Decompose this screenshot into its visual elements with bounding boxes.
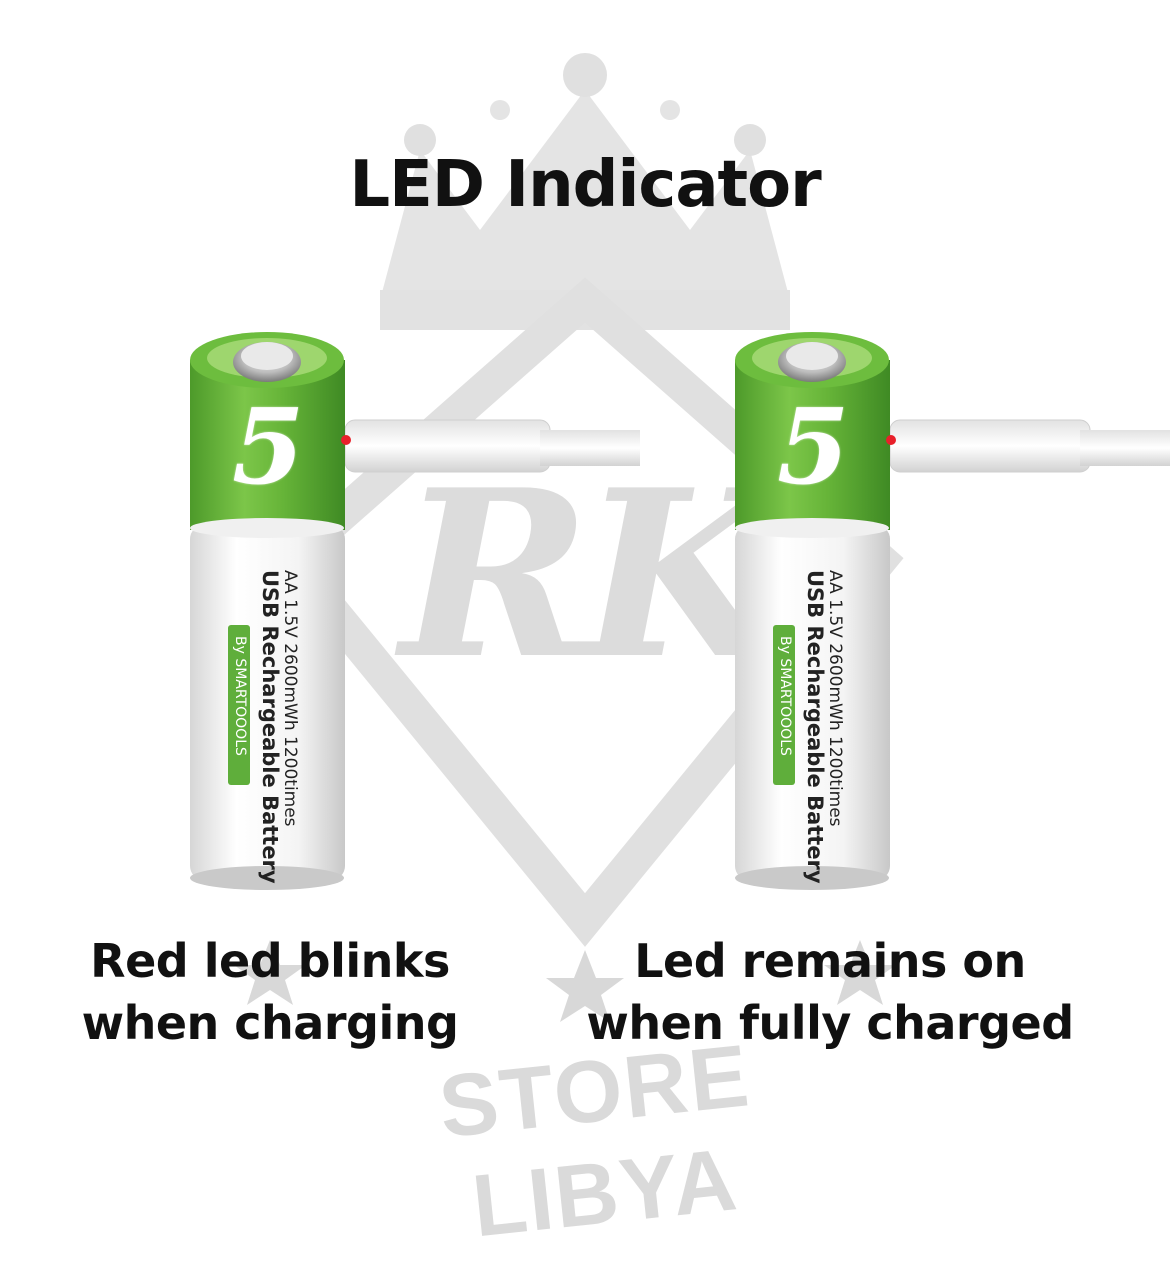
caption-charging: Red led blinks when charging: [60, 930, 480, 1054]
battery-maker-left: By SMARTOOOLS: [230, 628, 250, 764]
led-indicator-left: [341, 435, 351, 445]
caption-line: Led remains on: [634, 934, 1026, 988]
caption-line: when fully charged: [586, 996, 1074, 1050]
battery-left: [190, 332, 640, 890]
page-title: LED Indicator: [349, 148, 821, 222]
battery-model-right: USB Rechargeable Battery: [803, 570, 827, 884]
brand-logo-right: 5: [777, 385, 850, 508]
battery-right: [735, 332, 1170, 890]
caption-line: Red led blinks: [90, 934, 450, 988]
brand-logo-left: 5: [232, 385, 305, 508]
battery-spec-right: AA 1.5V 2600mWh 1200times: [825, 570, 845, 827]
caption-line: when charging: [81, 996, 459, 1050]
battery-maker-right: By SMARTOOOLS: [775, 628, 795, 764]
led-indicator-right: [886, 435, 896, 445]
battery-spec-left: AA 1.5V 2600mWh 1200times: [280, 570, 300, 827]
crown-icon: [380, 90, 790, 300]
product-infographic: RK STORE LIBYA LED Indicator: [60, 53, 1170, 1255]
usb-cable-right: [889, 419, 1170, 473]
batteries-illustration: [190, 332, 1170, 890]
usb-cable-left: [344, 419, 640, 473]
battery-model-left: USB Rechargeable Battery: [258, 570, 282, 884]
caption-charged: Led remains on when fully charged: [560, 930, 1100, 1054]
watermark-monogram: RK: [400, 440, 781, 710]
